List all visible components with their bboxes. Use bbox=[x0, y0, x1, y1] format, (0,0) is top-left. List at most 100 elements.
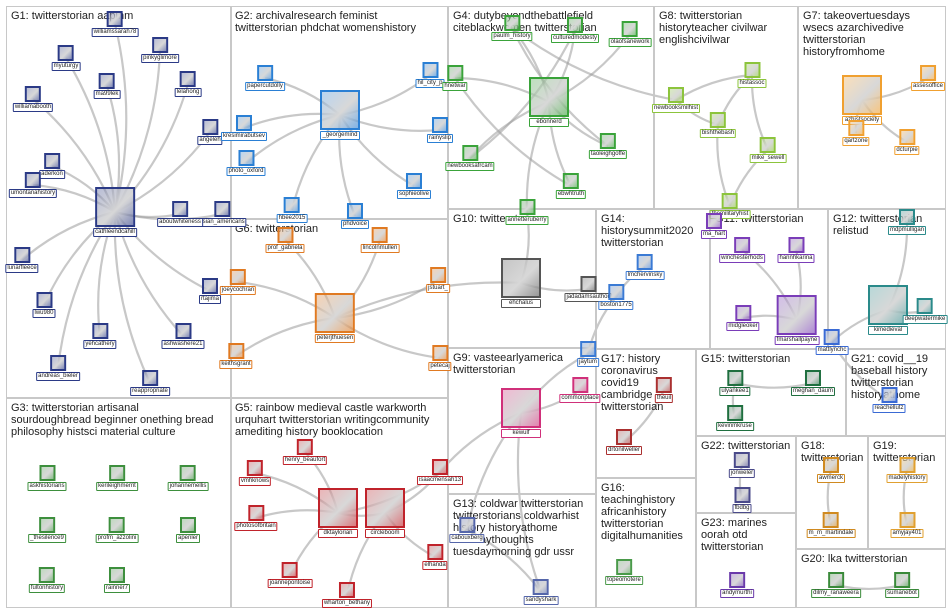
node-ma_hart[interactable]: ma_hart bbox=[700, 213, 728, 239]
node-hbee2015[interactable]: hbee2015 bbox=[276, 197, 308, 223]
node-lmchervinsky[interactable]: lmchervinsky bbox=[625, 254, 665, 280]
node-rtajima[interactable]: rtajima bbox=[198, 278, 222, 304]
node-newbooksmilhist[interactable]: newbooksmilhist bbox=[651, 87, 701, 113]
node-ehchalus[interactable]: ehchalus bbox=[501, 258, 541, 308]
node-drtonilweller[interactable]: drtonilweller bbox=[605, 429, 643, 455]
node-reappropriate[interactable]: reappropriate bbox=[130, 370, 170, 396]
node-meghan_daum[interactable]: meghan_daum bbox=[790, 370, 836, 396]
node-assesoffice[interactable]: assesoffice bbox=[911, 65, 945, 91]
node-cathleendcahill[interactable]: cathleendcahill bbox=[93, 187, 137, 237]
node-commonplace[interactable]: commonplace bbox=[559, 377, 601, 403]
node-prof_gabriela[interactable]: prof_gabriela bbox=[265, 227, 305, 253]
node-kewulf[interactable]: kewulf bbox=[501, 388, 541, 438]
node-peterjthuesen[interactable]: peterjthuesen bbox=[314, 293, 356, 343]
node-midgleoker[interactable]: midgleoker bbox=[726, 305, 760, 331]
node-sandyshark[interactable]: sandyshark bbox=[523, 579, 559, 605]
node-histassoc[interactable]: histassoc bbox=[737, 62, 767, 88]
node-vmhknows[interactable]: vmhknows bbox=[238, 460, 272, 486]
node-ulyankee1[interactable]: ulyankee1 bbox=[719, 370, 751, 396]
node-joeycochran[interactable]: joeycochran bbox=[219, 269, 257, 295]
node-qartzone[interactable]: qartzone bbox=[842, 120, 870, 146]
node-fmarshallpayne[interactable]: fmarshallpayne bbox=[774, 295, 820, 345]
node-rainner7[interactable]: rainner7 bbox=[103, 567, 131, 593]
node-mike_sewell[interactable]: mike_sewell bbox=[749, 137, 787, 163]
node-keithsgrant[interactable]: keithsgrant bbox=[219, 343, 253, 369]
node-kresimirabutsev[interactable]: kresimirabutsev bbox=[220, 115, 268, 141]
node-hannhkarina[interactable]: hannhkarina bbox=[777, 237, 815, 263]
node-hnetwar[interactable]: hnetwar bbox=[442, 65, 468, 91]
node-askhistorians[interactable]: askhistorians bbox=[27, 465, 67, 491]
node-jonweler[interactable]: jonweler bbox=[728, 452, 756, 478]
node-lelahong[interactable]: lelahong bbox=[174, 71, 202, 97]
node-jaytum[interactable]: jaytum bbox=[577, 341, 599, 367]
node-photo_oxford[interactable]: photo_oxford bbox=[226, 150, 266, 176]
node-jstuart_[interactable]: jstuart_ bbox=[426, 267, 450, 293]
node-dktaylorian[interactable]: dktaylorian bbox=[318, 488, 358, 538]
node-lwu980[interactable]: lwu980 bbox=[32, 292, 56, 318]
node-umontanahistory[interactable]: umontanahistory bbox=[8, 172, 58, 198]
node-topeomotere[interactable]: topeomotere bbox=[605, 559, 643, 585]
node-fbdbg[interactable]: fbdbg bbox=[732, 487, 752, 513]
node-paulm_history[interactable]: paulm_history bbox=[491, 15, 533, 41]
node-kerileighmerrit[interactable]: kerileighmerrit bbox=[96, 465, 138, 491]
node-_georgemind[interactable]: _georgemind bbox=[320, 90, 360, 140]
node-ebonnerd[interactable]: ebonnerd bbox=[529, 77, 569, 127]
node-madelyhistory[interactable]: madelyhistory bbox=[886, 457, 928, 483]
node-petecaj[interactable]: petecaj bbox=[428, 345, 452, 371]
node-ma99lek[interactable]: ma99lek bbox=[93, 73, 121, 99]
node-johannemellis[interactable]: johannemellis bbox=[167, 465, 209, 491]
node-williamabooth[interactable]: williamabooth bbox=[12, 86, 54, 112]
node-andreas_bieler[interactable]: andreas_bieler bbox=[36, 355, 80, 381]
node-amyjay401[interactable]: amyjay401 bbox=[890, 512, 924, 538]
node-angeleh[interactable]: angeleh bbox=[197, 119, 223, 145]
node-sumanebot[interactable]: sumanebot bbox=[885, 572, 919, 598]
node-winchesterhods[interactable]: winchesterhods bbox=[719, 237, 765, 263]
node-myuturgy[interactable]: myuturgy bbox=[51, 45, 81, 71]
node-photosofbritain[interactable]: photosofbritain bbox=[234, 505, 278, 531]
node-bishthebash[interactable]: bishthebash bbox=[699, 112, 737, 138]
node-isaacmensah13[interactable]: isaacmensah13 bbox=[416, 459, 464, 485]
node-apenler[interactable]: apenler bbox=[175, 517, 201, 543]
node-henry_beaufort[interactable]: henry_beaufort bbox=[282, 439, 328, 465]
node-mattlynchc[interactable]: mattlynchc bbox=[815, 329, 849, 355]
node-awmerck[interactable]: awmerck bbox=[816, 457, 846, 483]
node-profm_azzolini[interactable]: profm_azzolini bbox=[95, 517, 139, 543]
node-theuil[interactable]: theuil bbox=[654, 377, 674, 403]
node-dilmy_ranaweera[interactable]: dilmy_ranaweera bbox=[811, 572, 861, 598]
node-mdpmulligan[interactable]: mdpmulligan bbox=[887, 209, 927, 235]
node-_thesilence9[interactable]: _thesilence9 bbox=[28, 517, 66, 543]
node-elhanda[interactable]: elhanda bbox=[422, 544, 448, 570]
node-joannepontoise[interactable]: joannepontoise bbox=[267, 562, 313, 588]
node-azhistsociety[interactable]: azhistsociety bbox=[842, 75, 882, 125]
node-annetteruberry[interactable]: annetteruberry bbox=[505, 199, 549, 225]
node-ebwhtruth[interactable]: ebwhtruth bbox=[555, 173, 587, 199]
node-asian_americans[interactable]: asian_americans bbox=[197, 201, 247, 227]
node-olaofsanework[interactable]: olaofsanework bbox=[608, 21, 652, 47]
node-yehcathery[interactable]: yehcathery bbox=[83, 323, 117, 349]
node-andymurthi[interactable]: andymurthi bbox=[720, 572, 754, 598]
node-m_m_martindale[interactable]: m_m_martindale bbox=[806, 512, 856, 538]
node-sophieolive[interactable]: sophieolive bbox=[396, 173, 432, 199]
node-fultonhistory[interactable]: fultonhistory bbox=[28, 567, 66, 593]
node-culturedmodesty[interactable]: culturedmodesty bbox=[550, 17, 600, 43]
node-rainyslip[interactable]: rainyslip bbox=[426, 117, 454, 143]
node-ashwashere21[interactable]: ashwashere21 bbox=[161, 323, 205, 349]
node-wharton_bethany[interactable]: wharton_bethany bbox=[321, 582, 373, 608]
node-reachellutz[interactable]: reachellutz bbox=[872, 387, 906, 413]
node-williamssarah78[interactable]: williamssarah78 bbox=[91, 11, 139, 37]
node-aderkon[interactable]: aderkon bbox=[39, 153, 65, 179]
node-kevinmkruse[interactable]: kevinmkruse bbox=[716, 405, 754, 431]
node-boston1775[interactable]: boston1775 bbox=[598, 284, 634, 310]
node-phdvoice[interactable]: phdvoice bbox=[340, 203, 370, 229]
node-deepwatermike[interactable]: deepwatermike bbox=[902, 298, 948, 324]
node-lunarfleece[interactable]: lunarfleece bbox=[5, 247, 39, 273]
node-cabouxberg[interactable]: cabouxberg bbox=[449, 517, 485, 543]
node-hil_city_p[interactable]: hil_city_p bbox=[415, 62, 445, 88]
node-lincolnmullen[interactable]: lincolnmullen bbox=[360, 227, 400, 253]
node-themilitaryhist[interactable]: themilitaryhist bbox=[709, 193, 751, 219]
node-kimedieval[interactable]: kimedieval bbox=[868, 285, 908, 335]
node-circleboom[interactable]: circleboom bbox=[365, 488, 405, 538]
node-taoleighgoffe[interactable]: taoleighgoffe bbox=[588, 133, 628, 159]
node-papercutdolly[interactable]: papercutdolly bbox=[245, 65, 285, 91]
node-pinkyglimore[interactable]: pinkyglimore bbox=[141, 37, 179, 63]
